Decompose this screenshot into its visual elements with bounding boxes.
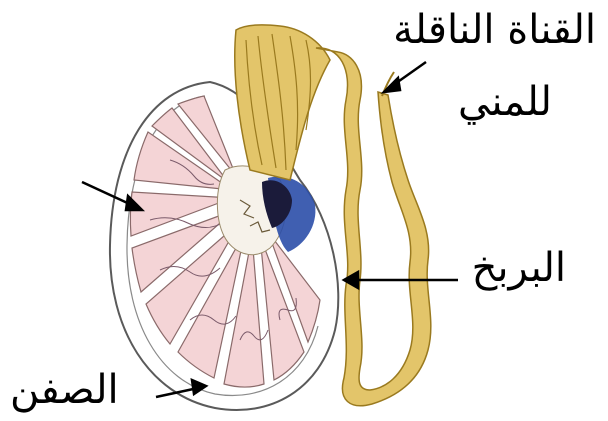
label-vas-deferens-line1: القناة الناقلة: [393, 10, 596, 50]
epididymis: [316, 48, 431, 406]
rete-testis: [217, 166, 315, 255]
label-tunica: الصفن: [10, 370, 119, 410]
label-vas-deferens-line2: للمني: [458, 82, 552, 122]
label-epididymis: البربخ: [472, 248, 566, 288]
efferent-ducts: [235, 25, 330, 180]
